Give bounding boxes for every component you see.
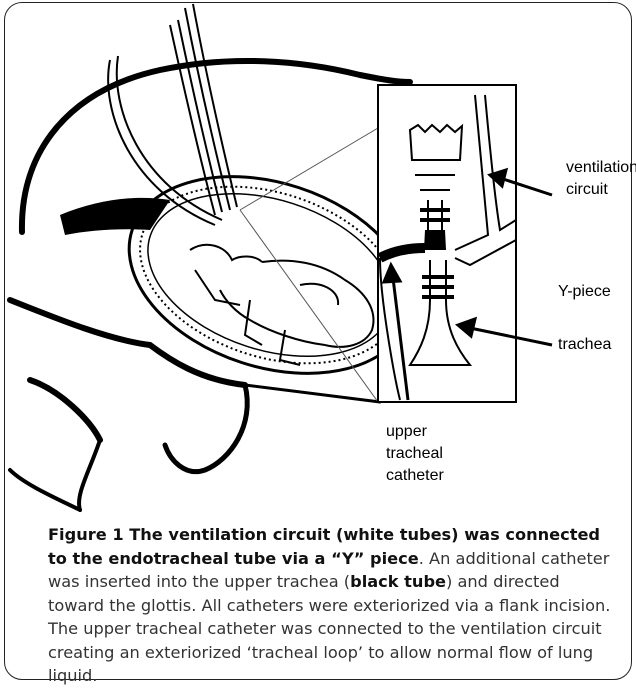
fetus [190,245,373,365]
label-upper: upper [386,422,427,442]
ventilation-tubes [108,4,237,225]
fetal-ventilation-diagram [0,0,636,520]
label-ventilation: ventilation [566,158,636,178]
label-tracheal: tracheal [386,444,443,464]
inset-box [378,85,516,402]
zoom-lines [240,128,378,402]
figure-caption: Figure 1 The ventilation circuit (white … [48,523,618,688]
label-catheter: catheter [386,466,444,486]
label-circuit: circuit [566,180,608,200]
label-trachea: trachea [558,335,611,355]
label-y-piece: Y-piece [558,282,611,302]
caption-emphasis: black tube [350,572,446,591]
